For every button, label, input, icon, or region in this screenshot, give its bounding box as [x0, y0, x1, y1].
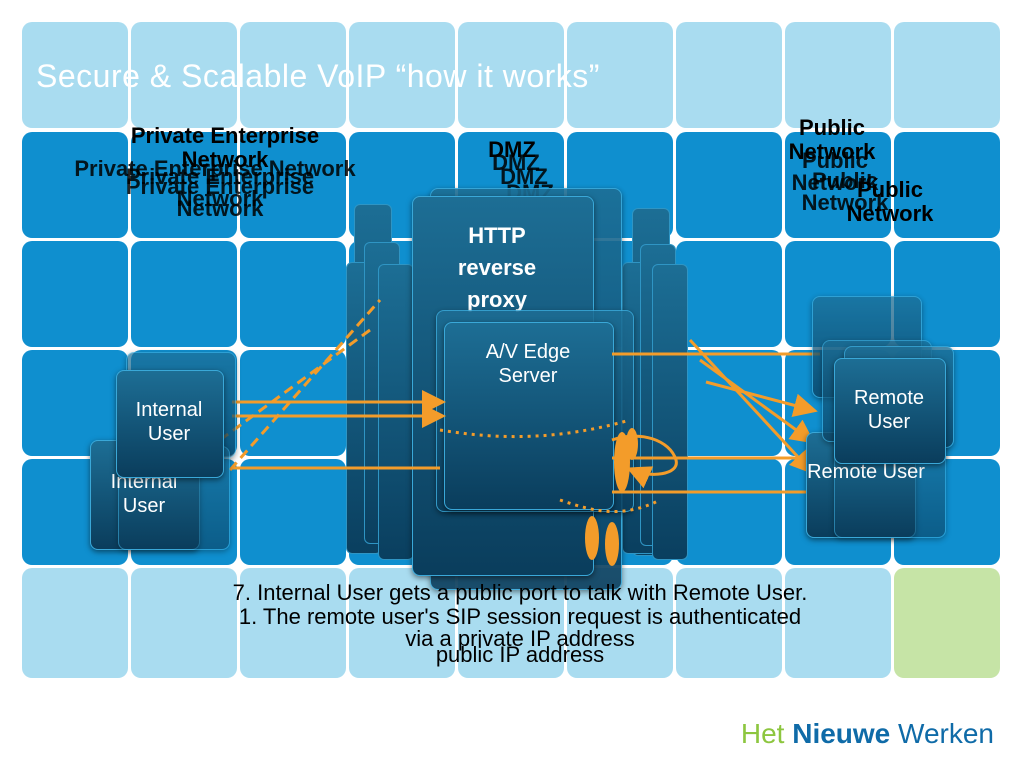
internal-dashed-arrow-2 [219, 328, 371, 442]
grid-tile [676, 132, 782, 238]
grid-tile [676, 350, 782, 456]
internal-dashed-arrow-1 [228, 299, 382, 471]
grid-tile [894, 568, 1000, 678]
grid-tile [676, 22, 782, 128]
port-marker-4 [605, 522, 619, 566]
port-marker-1 [614, 432, 630, 492]
inner-firewall-bar-4 [378, 264, 414, 560]
grid-tile [22, 22, 128, 128]
step-1-text-line2: via a private IP address [405, 626, 635, 651]
public-zone-label-ghost-1: Public Network [791, 148, 879, 195]
port-marker-2 [626, 428, 638, 460]
remote-user-front-label: Remote User [853, 387, 925, 433]
grid-tile [676, 459, 782, 565]
diag-arrow-3 [705, 380, 818, 418]
internal-user-box-front [116, 370, 224, 478]
dotted-flow-2 [559, 498, 661, 513]
grid-tile [894, 132, 1000, 238]
brand-part-3: Werken [898, 718, 994, 749]
public-zone-label: Public Network [788, 115, 876, 164]
private-zone-label-ghost-1: Private Enterprise Network [74, 156, 356, 181]
grid-tile [240, 459, 346, 565]
private-zone-label: Private Enterprise Network [130, 123, 320, 172]
grid-tile [785, 132, 891, 238]
dmz-zone-label: DMZ [488, 137, 536, 162]
diag-arrow-1 [688, 338, 815, 475]
http-proxy-label: HTTP reverse proxy [457, 223, 537, 312]
grid-tile [458, 22, 564, 128]
grid-tile [676, 241, 782, 347]
port-marker-3 [585, 516, 599, 560]
grid-tile [894, 22, 1000, 128]
remote-user-back-label: Remote User [807, 461, 925, 483]
grid-tile [240, 22, 346, 128]
grid-tile [785, 568, 891, 678]
brand-part-1: Het [740, 718, 785, 749]
grid-tile [785, 22, 891, 128]
grid-tile [22, 241, 128, 347]
grid-tile [240, 568, 346, 678]
diag-arrow-2 [699, 358, 815, 444]
slide-title: Secure & Scalable VoIP “how it works” [36, 58, 600, 94]
private-zone-label-ghost-2: Private Enterprise Network [125, 164, 315, 211]
grid-tile [131, 241, 237, 347]
remote-user-box-front [834, 358, 946, 464]
grid-tile [676, 568, 782, 678]
dotted-flow-1 [439, 418, 631, 439]
step-1-text: 1. The remote user's SIP session request… [238, 604, 802, 629]
dmz-zone-label-ghost-2: DMZ [500, 164, 548, 189]
grid-tile [131, 22, 237, 128]
outer-firewall-bar-4 [652, 264, 688, 560]
grid-tile [22, 568, 128, 678]
grid-tile [349, 22, 455, 128]
grid-tile [22, 350, 128, 456]
dmz-zone-label-ghost-1: DMZ [492, 150, 540, 175]
grid-tile [131, 568, 237, 678]
public-zone-label-front: Public Network [846, 177, 934, 226]
step-public-ip-text: public IP address [435, 642, 605, 667]
brand-part-2: Nieuwe [792, 718, 891, 749]
grid-tile [131, 132, 237, 238]
av-edge-label: A/V Edge Server [485, 341, 571, 387]
grid-tile [22, 132, 128, 238]
brand-logo: Het Nieuwe Werken [741, 718, 994, 750]
grid-tile [240, 132, 346, 238]
grid-tile [567, 22, 673, 128]
internal-user-front-label: Internal User [135, 399, 203, 445]
private-zone-label-ghost-3: Private Enterprise Network [125, 174, 315, 221]
av-edge-box [444, 322, 614, 510]
step-7-text: 7. Internal User gets a public port to t… [232, 580, 808, 605]
step-text: 7. Internal User gets a public port to t… [140, 582, 900, 666]
public-zone-label-ghost-2: Public Network [801, 168, 889, 215]
grid-tile [240, 241, 346, 347]
